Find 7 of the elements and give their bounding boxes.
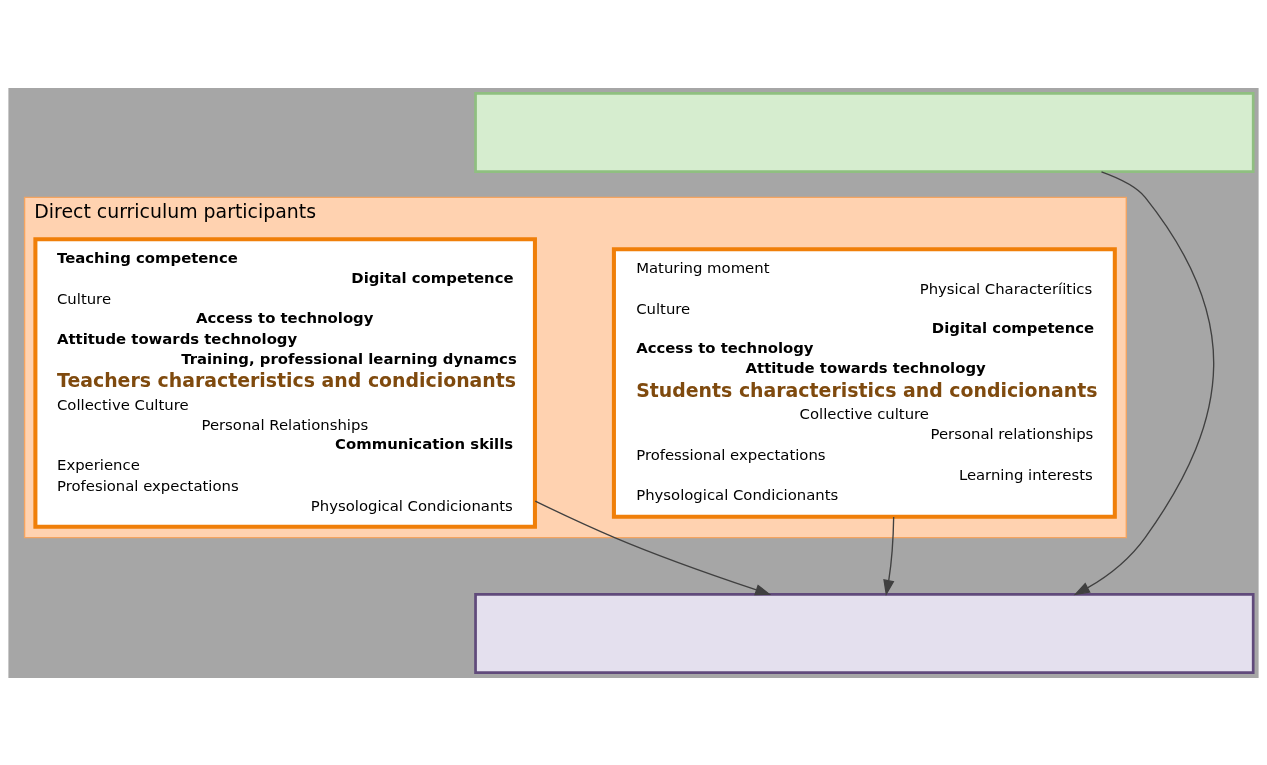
node-box: Maturing moment Physical Characteríitics Culture Digital competence Access to technology Attitude towards technology Students characteristics and condicionants Collective culture Personal relationships Professional expectations Learning interests Physological Condicionants — [611, 246, 1117, 519]
arrow — [1073, 170, 1215, 595]
arrow — [534, 499, 772, 595]
node-box — [474, 91, 1255, 173]
node-box — [474, 592, 1255, 674]
node-box: Teaching competence Digital competence Culture Access to technology Attitude towards technology Training, professional learning dynamcs Teachers characteristics and condicionants Collective Culture Personal Relationships Communication skills Experience Profesional expectations Physological Condicionants — [33, 236, 537, 529]
arrow — [883, 515, 895, 596]
